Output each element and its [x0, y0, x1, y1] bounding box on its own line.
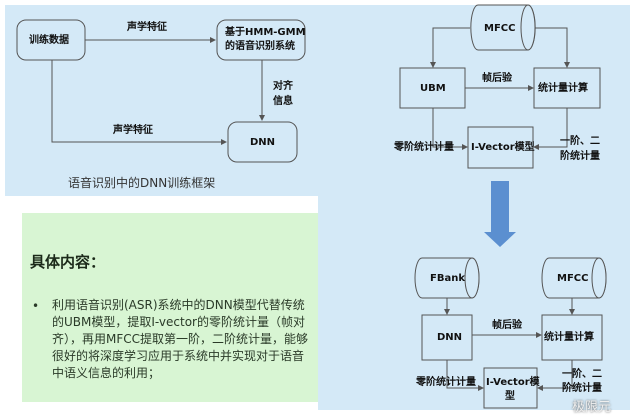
content-box: 具体内容： • 利用语音识别(ASR)系统中的DNN模型代替传统的UBM模型，提…: [22, 213, 318, 402]
down-arrow-icon: [484, 181, 516, 247]
zero-order-label-2: 零阶统计计量: [416, 377, 476, 388]
alignment-label: 对齐: [273, 81, 293, 92]
dnn-box-2: [421, 314, 473, 361]
training-data-label: 训练数据: [29, 35, 69, 46]
first-second-order-label-3: 一阶、二: [562, 369, 602, 380]
stats-calc-box-2: [541, 314, 603, 361]
stats-calc-label: 统计量计算: [538, 83, 588, 94]
ivector-label-2: I-Vector模: [486, 377, 540, 388]
diagram-caption: 语音识别中的DNN训练框架: [68, 176, 216, 190]
alignment-label-2: 信息: [273, 96, 293, 107]
ivector-label: I-Vector模型: [471, 142, 535, 153]
fbank-label: FBank: [430, 273, 465, 284]
first-second-order-label-4: 阶统计量: [562, 383, 602, 394]
stats-calc-label-2: 统计量计算: [544, 332, 594, 343]
zero-order-label: 零阶统计计量: [394, 142, 454, 153]
dnn-label: DNN: [250, 137, 276, 148]
hmm-system-box: [216, 19, 306, 61]
ivector-box-2: [483, 367, 538, 409]
hmm-system-label: 基于HMM-GMM: [225, 27, 306, 38]
ivector-box: [467, 126, 534, 169]
ivector-label-2b: 型: [505, 391, 515, 402]
ubm-label: UBM: [420, 83, 446, 94]
bullet: •: [32, 299, 40, 313]
frame-posterior-label-2: 帧后验: [492, 320, 522, 331]
mfcc-label: MFCC: [484, 23, 516, 34]
content-heading: 具体内容：: [30, 253, 106, 271]
frame-posterior-label: 帧后验: [482, 73, 512, 84]
ubm-box: [399, 67, 466, 109]
first-second-order-label: 一阶、二: [560, 136, 600, 147]
dnn-label-2: DNN: [437, 332, 463, 343]
dnn-box: [227, 121, 298, 163]
acoustic-feature-label: 声学特征: [127, 22, 167, 33]
hmm-system-label-2: 的语音识别系统: [225, 41, 295, 52]
stats-calc-box: [533, 67, 601, 109]
acoustic-feature-label-2: 声学特征: [113, 125, 153, 136]
first-second-order-label-2: 阶统计量: [560, 151, 600, 162]
watermark: 极限元: [572, 400, 612, 415]
content-text: 利用语音识别(ASR)系统中的DNN模型代替传统的UBM模型，提取I-vecto…: [52, 298, 309, 380]
mfcc-label-2: MFCC: [557, 273, 589, 284]
